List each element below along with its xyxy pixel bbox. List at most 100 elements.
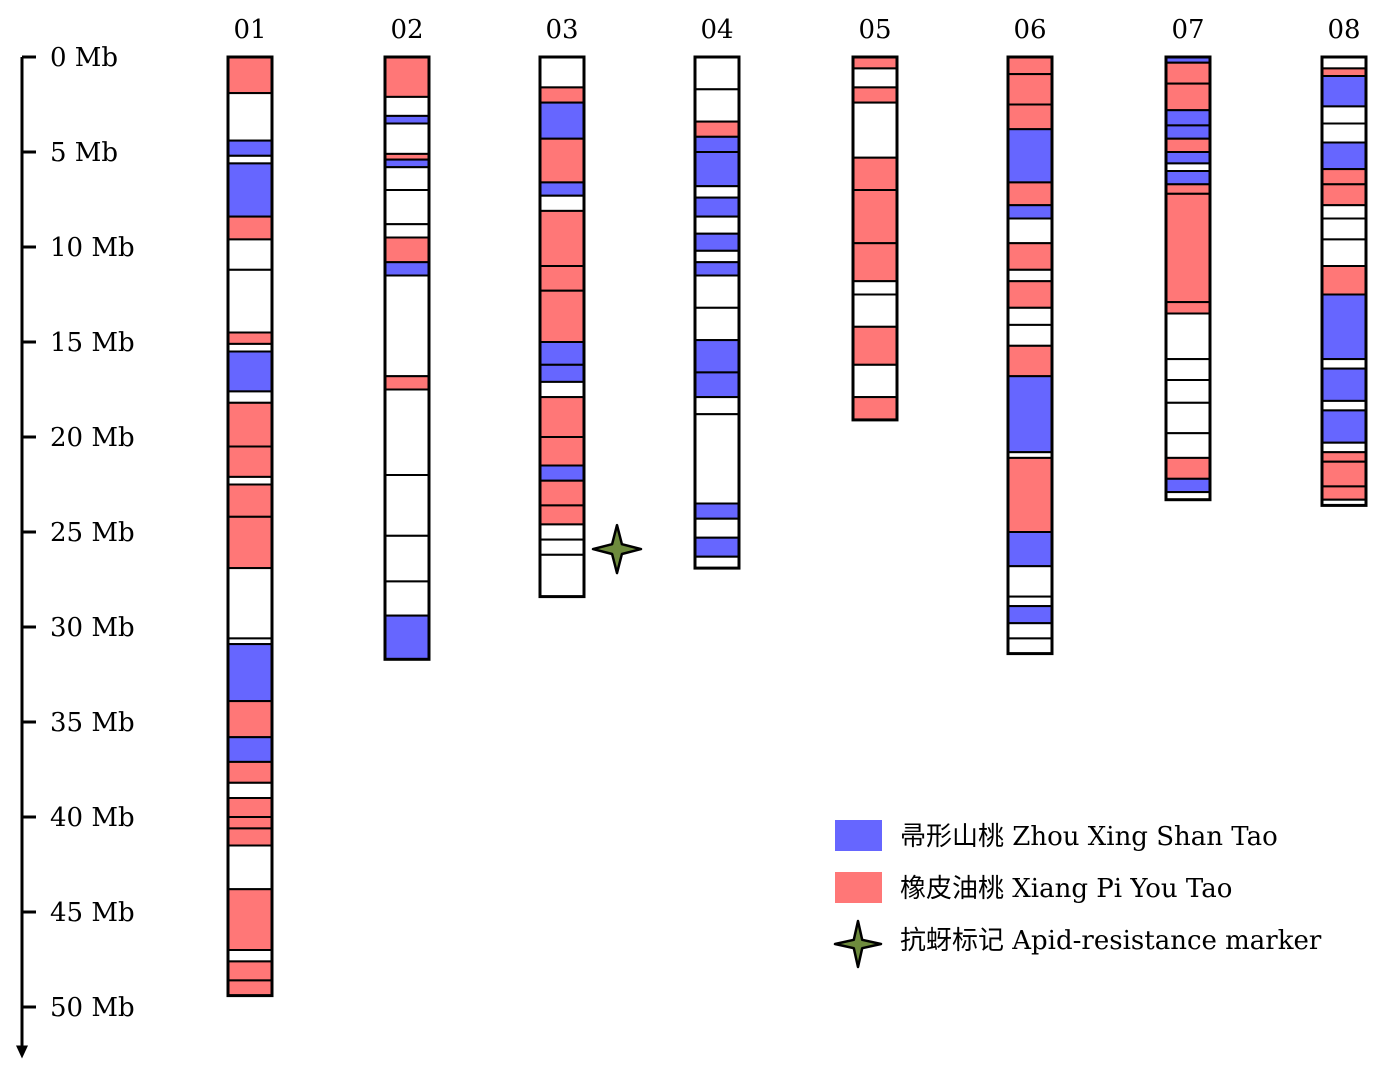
chromosome-segment (694, 261, 740, 277)
chromosome-segment (384, 474, 430, 537)
chromosome-segment (694, 249, 740, 264)
chromosome-segment (694, 517, 740, 539)
chromosome-05: 05 (851, 15, 899, 422)
chromosome-segment (694, 502, 740, 520)
axis-tick-label: 20 Mb (50, 423, 135, 453)
legend: 帚形山桃 Zhou Xing Shan Tao 橡皮油桃 Xiang Pi You… (833, 820, 1322, 969)
chromosome-segment (1165, 124, 1211, 140)
axis-tick-label: 45 Mb (50, 898, 135, 928)
chromosome-segment (227, 483, 273, 518)
chromosome-segment (227, 475, 273, 486)
chromosome-segment (1165, 183, 1211, 195)
axis-tick-label: 0 Mb (50, 43, 118, 73)
chromosome-segment (1165, 358, 1211, 382)
chromosome-segment (1007, 181, 1053, 207)
chromosome-outline (1320, 55, 1368, 507)
legend-label: 帚形山桃 Zhou Xing Shan Tao (900, 822, 1278, 852)
chromosome-segment (227, 781, 273, 799)
chromosome-segment (384, 56, 430, 98)
chromosome-07: 07 (1164, 15, 1212, 502)
chromosome-segment (227, 827, 273, 847)
axis-tick-label: 10 Mb (50, 233, 135, 263)
chromosome-segment (384, 580, 430, 617)
chromosome-segment (1007, 565, 1053, 598)
chromosome-segment (539, 396, 585, 439)
chromosome-segment (1165, 109, 1211, 127)
chromosome-segment (1007, 204, 1053, 220)
chromosome-segment (227, 342, 273, 353)
chromosome-segment (852, 242, 898, 283)
chromosome-segment (227, 567, 273, 640)
chromosome-segment (1007, 103, 1053, 131)
chromosome-label: 06 (1013, 15, 1046, 45)
chromosome-segment (852, 86, 898, 104)
chromosome-segment (227, 797, 273, 818)
chromosome-segment (227, 643, 273, 703)
chromosome-segment (1321, 441, 1367, 454)
chromosome-segment (227, 268, 273, 334)
chromosome-label: 05 (858, 15, 891, 45)
chromosome-segment (384, 261, 430, 277)
chromosome-segment (852, 325, 898, 366)
chromosome-segment (227, 760, 273, 784)
chromosome-segment (227, 162, 273, 218)
chromosome-segment (227, 888, 273, 952)
chromosome-outline (226, 55, 274, 998)
chromosome-04: 04 (693, 15, 741, 570)
axis-tick-label: 35 Mb (50, 708, 135, 738)
axis-tick-label: 30 Mb (50, 613, 135, 643)
chromosome-segment (227, 844, 273, 891)
chromosome-segment (539, 538, 585, 556)
chromosome-segment (539, 341, 585, 366)
chromosome-segment (1321, 265, 1367, 296)
chromosome-segment (227, 154, 273, 165)
chromosome-segment (1321, 105, 1367, 125)
chromosome-segment (1007, 622, 1053, 640)
chromosome-segment (539, 137, 585, 184)
chromosome-segment (539, 436, 585, 467)
chromosome-segment (1165, 401, 1211, 435)
chromosome-segment (694, 555, 740, 570)
chromosome-segment (694, 215, 740, 235)
chromosome-segment (694, 135, 740, 154)
chromosome-segment (694, 56, 740, 91)
chromosome-segment (1321, 293, 1367, 361)
legend-label: 抗蚜标记 Apid-resistance marker (900, 926, 1322, 956)
chromosome-segment (227, 401, 273, 448)
chromosome-segment (694, 88, 740, 123)
chromosome-segment (1007, 595, 1053, 608)
chromosome-segment (1165, 456, 1211, 480)
chromosome-segment (1321, 409, 1367, 444)
chromosome-segment (384, 122, 430, 155)
chromosome-segment (384, 375, 430, 391)
chromosome-segment (1165, 82, 1211, 112)
chromosome-segment (227, 139, 273, 157)
chromosome-segment (384, 189, 430, 226)
axis-tick-label: 5 Mb (50, 138, 118, 168)
chromosome-segment (1165, 301, 1211, 315)
chromosome-segment (539, 101, 585, 140)
chromosome-segment (227, 92, 273, 142)
chromosome-label: 04 (700, 15, 733, 45)
chromosome-segment (694, 274, 740, 309)
chromosome-segment (694, 339, 740, 374)
chromosome-segment (1165, 379, 1211, 404)
chromosome-segment (852, 363, 898, 399)
chromosome-segment (1321, 75, 1367, 108)
chromosome-segment (384, 236, 430, 264)
chromosome-segment (1321, 141, 1367, 171)
chromosome-segment (694, 413, 740, 505)
chromosome-segment (1007, 217, 1053, 245)
chromosome-01: 01 (226, 15, 274, 998)
chromosome-segment (384, 223, 430, 239)
legend-label: 橡皮油桃 Xiang Pi You Tao (900, 874, 1232, 904)
chromosome-segment (1007, 242, 1053, 271)
chromosome-outline (538, 55, 586, 599)
chromosome-segment (227, 56, 273, 95)
chromosome-outline (1006, 55, 1054, 656)
chromosome-segment (539, 194, 585, 212)
chromosome-segment (1007, 456, 1053, 533)
chromosome-segment (1007, 605, 1053, 625)
chromosome-segment (539, 209, 585, 267)
chromosome-segment (852, 101, 898, 159)
